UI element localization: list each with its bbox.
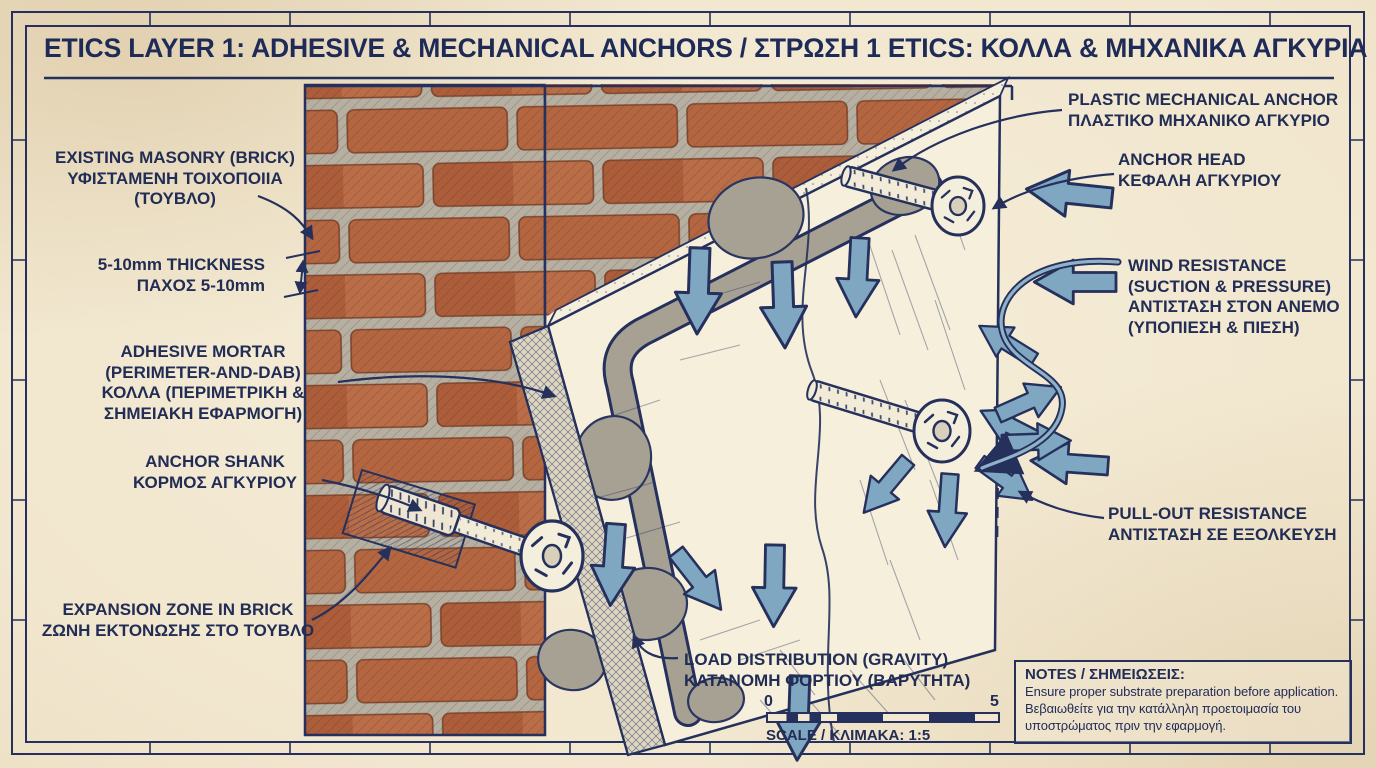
scale-bar (766, 712, 1000, 723)
insulation-left-edge (508, 324, 667, 757)
page-title: ETICS LAYER 1: ADHESIVE & MECHANICAL ANC… (44, 33, 1368, 63)
notes-box: NOTES / ΣΗΜΕΙΩΣΕΙΣ: Ensure proper substr… (1014, 660, 1352, 744)
label-expansion-zone-en: EXPANSION ZONE IN BRICK (62, 600, 294, 619)
label-expansion-zone: EXPANSION ZONE IN BRICK ΖΩΝΗ ΕΚΤΟΝΩΣΗΣ Σ… (38, 600, 318, 641)
label-pull-out-el: ΑΝΤΙΣΤΑΣΗ ΣΕ ΕΞΟΛΚΕΥΣΗ (1108, 524, 1337, 544)
anchor-head-disc-middle (912, 398, 972, 464)
label-thickness: 5-10mm THICKNESS ΠΑΧΟΣ 5-10mm (85, 255, 265, 296)
label-anchor-shank-en: ANCHOR SHANK (145, 452, 285, 471)
label-anchor-head: ANCHOR HEAD ΚΕΦΑΛΗ ΑΓΚΥΡΙΟΥ (1118, 150, 1348, 191)
label-existing-masonry-el: ΥΦΙΣΤΑΜΕΝΗ ΤΟΙΧΟΠΟΙΙΑ (67, 168, 283, 188)
anchor-bottom (375, 483, 585, 593)
label-load-distribution-en: LOAD DISTRIBUTION (GRAVITY) (684, 650, 949, 669)
label-wind-resistance-en2: (SUCTION & PRESSURE) (1128, 276, 1332, 296)
label-thickness-el: ΠΑΧΟΣ 5-10mm (136, 275, 265, 295)
label-anchor-shank-el: ΚΟΡΜΟΣ ΑΓΚΥΡΙΟΥ (133, 472, 297, 492)
label-existing-masonry: EXISTING MASONRY (BRICK) ΥΦΙΣΤΑΜΕΝΗ ΤΟΙΧ… (45, 148, 305, 210)
label-pull-out: PULL-OUT RESISTANCE ΑΝΤΙΣΤΑΣΗ ΣΕ ΕΞΟΛΚΕΥ… (1108, 504, 1348, 545)
label-thickness-en: 5-10mm THICKNESS (97, 255, 265, 274)
frame-tick-marks (12, 12, 1364, 754)
label-plastic-anchor-en: PLASTIC MECHANICAL ANCHOR (1068, 90, 1339, 109)
label-adhesive-mortar-en: ADHESIVE MORTAR (120, 342, 286, 361)
scale-label: SCALE / ΚΛΙΜΑΚΑ: 1:5 (766, 727, 931, 744)
notes-heading: NOTES / ΣΗΜΕΙΩΣΕΙΣ: (1025, 666, 1185, 683)
label-wind-resistance-el: ΑΝΤΙΣΤΑΣΗ ΣΤΟΝ ΑΝΕΜΟ (1128, 297, 1340, 317)
notes-line-2: Βεβαιωθείτε για την κατάλληλη προετοιμασ… (1025, 700, 1302, 716)
label-existing-masonry-en: EXISTING MASONRY (BRICK) (55, 148, 295, 167)
label-wind-resistance-en: WIND RESISTANCE (1128, 256, 1287, 275)
adhesive-bead (602, 171, 943, 727)
label-anchor-head-en: ANCHOR HEAD (1118, 150, 1246, 169)
label-existing-masonry-el2: (ΤΟΥΒΛΟ) (134, 189, 216, 209)
anchor-middle (806, 379, 972, 464)
label-expansion-zone-el: ΖΩΝΗ ΕΚΤΟΝΩΣΗΣ ΣΤΟ ΤΟΥΒΛΟ (41, 620, 315, 640)
label-anchor-shank: ANCHOR SHANK ΚΟΡΜΟΣ ΑΓΚΥΡΙΟΥ (95, 452, 335, 493)
label-adhesive-mortar-el: ΚΟΛΛΑ (ΠΕΡΙΜΕΤΡΙΚΗ & (101, 383, 305, 403)
leader-lines (257, 108, 1115, 660)
anchor-top (840, 165, 986, 237)
dimension-marker (283, 250, 321, 298)
anchor-head-disc-top (930, 175, 986, 237)
label-wind-resistance-el2: (ΥΠΟΠΙΕΣΗ & ΠΙΕΣΗ) (1128, 318, 1300, 338)
label-anchor-head-el: ΚΕΦΑΛΗ ΑΓΚΥΡΙΟΥ (1118, 170, 1282, 190)
label-load-distribution-el: ΚΑΤΑΝΟΜΗ ΦΟΡΤΙΟΥ (ΒΑΡΥΤΗΤΑ) (684, 670, 971, 690)
notes-line-1: Ensure proper substrate preparation befo… (1025, 684, 1339, 699)
anchor-head-disc-bottom (519, 519, 585, 593)
scale-start-value: 0 (764, 693, 773, 710)
label-wind-resistance: WIND RESISTANCE (SUCTION & PRESSURE) ΑΝΤ… (1128, 256, 1358, 339)
label-adhesive-mortar: ADHESIVE MORTAR (PERIMETER-AND-DAB) ΚΟΛΛ… (62, 342, 344, 425)
label-load-distribution: LOAD DISTRIBUTION (GRAVITY) ΚΑΤΑΝΟΜΗ ΦΟΡ… (684, 650, 984, 691)
label-pull-out-en: PULL-OUT RESISTANCE (1108, 504, 1307, 523)
notes-line-3: υποστρώματος πριν την εφαρμογή. (1025, 717, 1226, 733)
label-plastic-anchor: PLASTIC MECHANICAL ANCHOR ΠΛΑΣΤΙΚΟ ΜΗΧΑΝ… (1068, 90, 1358, 131)
scale-end-value: 5 (990, 693, 999, 710)
label-plastic-anchor-el: ΠΛΑΣΤΙΚΟ ΜΗΧΑΝΙΚΟ ΑΓΚΥΡΙΟ (1068, 110, 1330, 130)
label-adhesive-mortar-el2: ΣΗΜΕΙΑΚΗ ΕΦΑΡΜΟΓΗ) (103, 404, 303, 424)
sheet-frame (11, 11, 1365, 755)
wind-swoosh (973, 257, 1122, 475)
label-adhesive-mortar-en2: (PERIMETER-AND-DAB) (105, 362, 301, 382)
break-line (801, 187, 835, 743)
